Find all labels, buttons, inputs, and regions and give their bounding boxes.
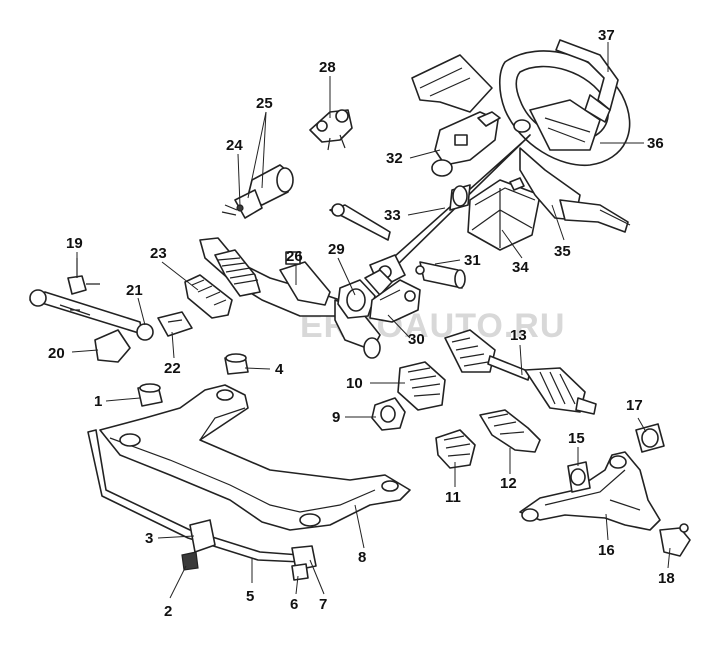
boot-clamp [157,311,193,337]
label-21: 21 [126,282,143,299]
label-12: 12 [500,475,517,492]
column-bracket-box [467,177,541,251]
label-37: 37 [598,27,615,44]
tie-rod-ball-joint [67,258,100,295]
label-24: 24 [226,137,243,154]
label-28: 28 [319,59,336,76]
tie-rod-bracket [94,329,131,363]
label-19: 19 [66,235,83,252]
wheel-trim-cover [555,39,619,123]
label-22: 22 [164,360,181,377]
label-29: 29 [328,241,345,258]
lower-control-arm [519,451,661,531]
label-31: 31 [464,252,481,269]
combination-switch [519,147,631,233]
stabilizer-bar [87,429,317,571]
label-2: 2 [164,603,172,620]
label-3: 3 [145,530,153,547]
subframe-mount-1 [137,383,163,407]
lower-ball-joint [659,523,691,557]
leader-lines [71,42,671,599]
ignition-lock [431,111,501,177]
label-18: 18 [658,570,675,587]
label-1: 1 [94,393,102,410]
label-16: 16 [598,542,615,559]
label-11: 11 [445,489,461,506]
label-6: 6 [290,596,298,613]
label-30: 30 [408,331,425,348]
cv-boot-large [397,361,446,411]
rack-boot [184,274,233,319]
stabilizer-clamp-6 [291,563,309,581]
label-5: 5 [246,588,254,605]
label-32: 32 [386,150,403,167]
power-steering-motor [221,164,294,219]
cv-boot-small [435,429,476,469]
label-8: 8 [358,549,366,566]
cv-joint [371,397,406,431]
part-labels: 1 2 3 4 5 6 7 8 9 10 11 12 13 15 16 17 1… [48,27,675,620]
label-4: 4 [275,361,284,378]
label-23: 23 [150,245,167,262]
rack-mount-bracket [369,279,421,323]
arm-bushing-17 [635,423,665,453]
subframe-mount-4 [224,353,249,375]
steering-damper [415,261,466,289]
label-7: 7 [319,596,327,613]
label-10: 10 [346,375,363,392]
steering-valve [337,269,393,319]
label-34: 34 [512,259,529,276]
label-13: 13 [510,327,527,344]
steering-wheel [498,50,631,166]
front-subframe [99,384,411,531]
label-35: 35 [554,243,571,260]
label-25: 25 [256,95,273,112]
column-shroud-upper [411,54,493,113]
label-15: 15 [568,430,585,447]
tie-rod [29,289,154,341]
label-26: 26 [286,248,303,265]
label-17: 17 [626,397,643,414]
stabilizer-bushing-2 [181,551,199,571]
label-33: 33 [384,207,401,224]
intermediate-rod [329,203,391,241]
drive-shaft [444,329,597,415]
switch-sensor [309,109,353,151]
arm-bushing-15 [567,461,591,493]
label-9: 9 [332,409,340,426]
cv-boot-outer [479,409,541,453]
label-20: 20 [48,345,65,362]
label-36: 36 [647,135,664,152]
